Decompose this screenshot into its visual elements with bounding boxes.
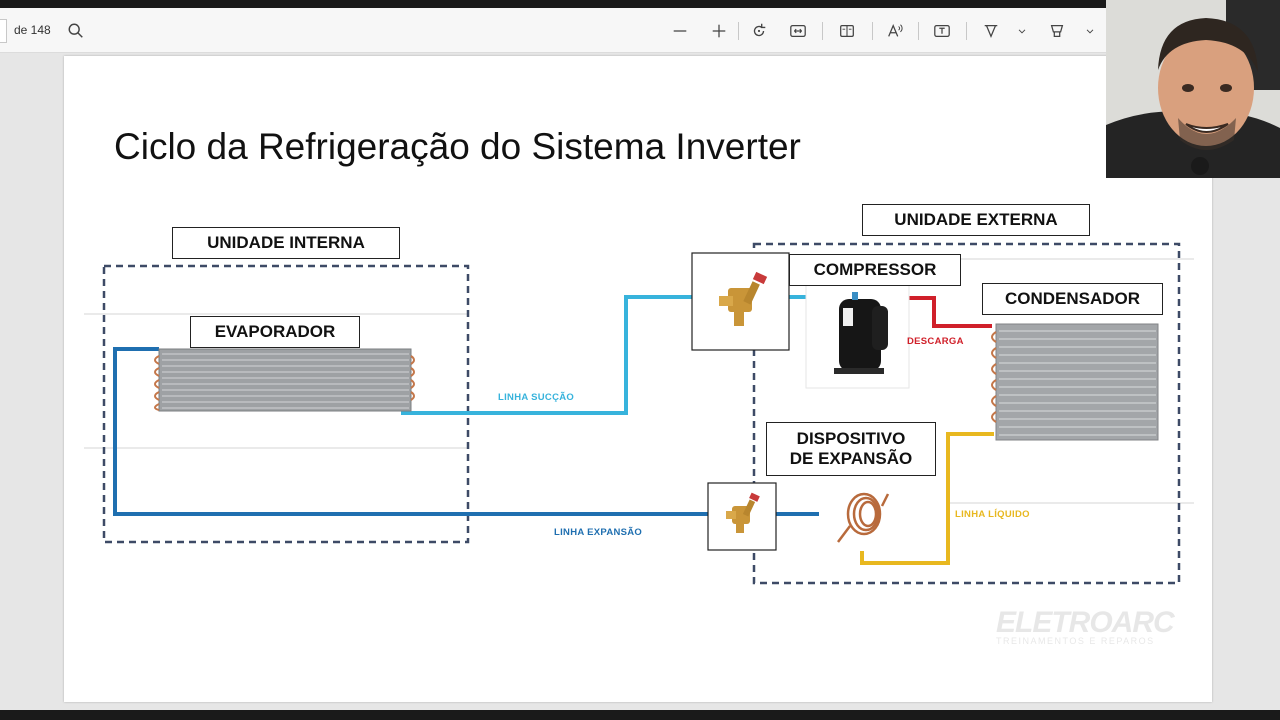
toolbar-separator	[966, 22, 967, 40]
rotate-button[interactable]	[746, 18, 772, 44]
search-icon	[68, 23, 83, 38]
toolbar-separator	[918, 22, 919, 40]
expansion-line-label: LINHA EXPANSÃO	[554, 527, 643, 538]
highlight-button[interactable]	[1044, 18, 1070, 44]
zoom-in-icon	[712, 24, 726, 38]
highlight-options-dropdown[interactable]	[1080, 18, 1100, 44]
condenser-coil	[991, 323, 1159, 441]
condenser-label: CONDENSADOR	[982, 283, 1163, 315]
internal-unit-boundary	[102, 264, 470, 544]
webcam-overlay	[1106, 0, 1280, 178]
toolbar-separator	[872, 22, 873, 40]
eletroarc-watermark-logo: ELETROARC TREINAMENTOS E REPAROS	[996, 606, 1175, 646]
expansion-device-label: DISPOSITIVO DE EXPANSÃO	[766, 422, 936, 476]
liquid-line	[860, 432, 994, 565]
internal-unit-label: UNIDADE INTERNA	[172, 227, 400, 259]
compressor-label: COMPRESSOR	[789, 254, 961, 286]
page-count: de 148	[14, 23, 51, 37]
compressor-image	[805, 283, 910, 389]
page-number-input[interactable]	[0, 19, 7, 43]
watermark-brand: ELETROARC	[996, 606, 1175, 639]
evaporator-coil	[154, 348, 415, 412]
toolbar-separator	[738, 22, 739, 40]
chevron-down-icon	[1086, 29, 1094, 34]
watermark-tagline: TREINAMENTOS E REPAROS	[996, 636, 1155, 646]
text-box-icon	[934, 24, 950, 38]
toolbar-separator	[822, 22, 823, 40]
presenter-video	[1106, 0, 1280, 178]
capillary-tube-image	[837, 492, 890, 543]
page-view-button[interactable]	[834, 18, 860, 44]
liquid-line-label: LINHA LÍQUIDO	[955, 509, 1030, 520]
chevron-down-icon	[1018, 29, 1026, 34]
external-unit-label: UNIDADE EXTERNA	[862, 204, 1090, 236]
window-bottom-bar	[0, 710, 1280, 720]
refrigeration-cycle-diagram	[84, 242, 1194, 585]
window-top-bar	[0, 0, 1280, 8]
text-box-button[interactable]	[929, 18, 955, 44]
discharge-line-label: DESCARGA	[907, 336, 964, 347]
evaporator-label: EVAPORADOR	[190, 316, 360, 348]
draw-options-dropdown[interactable]	[1012, 18, 1032, 44]
search-button[interactable]	[63, 18, 89, 44]
rotate-icon	[753, 23, 766, 37]
suction-valve-image	[719, 271, 768, 326]
read-aloud-button[interactable]	[882, 18, 908, 44]
zoom-out-button[interactable]	[667, 18, 693, 44]
read-aloud-icon	[888, 23, 903, 37]
external-unit-boundary	[752, 242, 1181, 585]
zoom-out-icon	[673, 30, 687, 32]
expansion-valve-image	[726, 492, 760, 533]
expansion-device-label-line2: DE EXPANSÃO	[789, 449, 913, 468]
draw-button[interactable]	[978, 18, 1004, 44]
suction-line	[401, 295, 692, 415]
page-view-icon	[840, 24, 854, 38]
pdf-page: Ciclo da Refrigeração do Sistema Inverte…	[64, 56, 1212, 702]
fit-width-icon	[790, 24, 806, 38]
slide-title: Ciclo da Refrigeração do Sistema Inverte…	[114, 126, 801, 167]
pdf-toolbar: de 148	[0, 8, 1106, 53]
fit-width-button[interactable]	[785, 18, 811, 44]
expansion-device-label-line1: DISPOSITIVO	[796, 428, 906, 448]
zoom-in-button[interactable]	[706, 18, 732, 44]
suction-line-label: LINHA SUCÇÃO	[498, 392, 575, 403]
highlight-icon	[1050, 24, 1064, 38]
expansion-line	[113, 347, 708, 516]
draw-icon	[984, 24, 998, 39]
